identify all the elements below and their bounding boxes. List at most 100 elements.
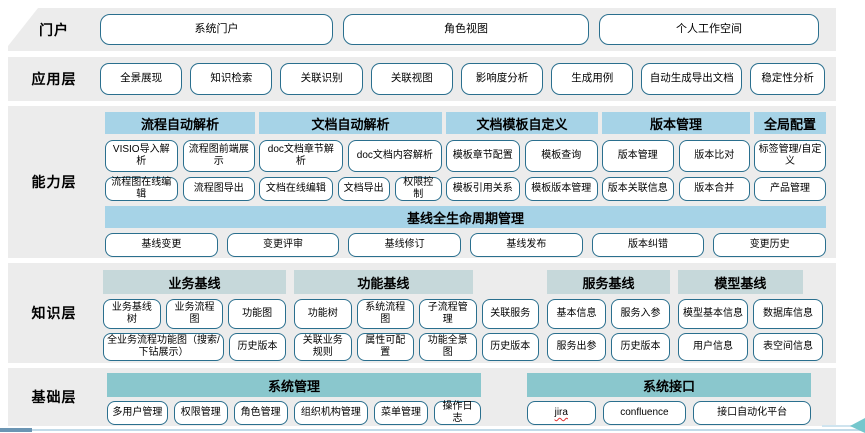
module-box: 表空间信息: [753, 333, 823, 361]
module-box: 版本纠错: [591, 233, 705, 257]
group-system-interface: 系统接口 jira confluence 接口自动化平台: [527, 373, 811, 425]
module-box: 流程图在线编辑: [105, 177, 178, 201]
module-box-interface-automation: 接口自动化平台: [693, 401, 811, 425]
module-box: 影响度分析: [460, 63, 544, 95]
left-arrow-icon: [850, 418, 865, 433]
module-box: 历史版本: [611, 333, 670, 361]
module-box: 权限控制: [394, 177, 442, 201]
module-box: 模板引用关系: [446, 177, 520, 201]
module-box: VISIO导入解析: [105, 140, 178, 172]
module-box: 角色管理: [233, 401, 288, 425]
module-box: 多用户管理: [107, 401, 168, 425]
module-box: 基线变更: [105, 233, 218, 257]
layer-label-foundation: 基础层: [31, 389, 77, 405]
module-box: 流程图前端展示: [182, 140, 255, 172]
module-box: 稳定性分析: [750, 63, 826, 95]
group-header: 文档自动解析: [259, 112, 442, 134]
module-box: 模板章节配置: [446, 140, 520, 172]
group-header: 流程自动解析: [105, 112, 255, 134]
layer-knowledge: 知识层 业务基线 业务基线树 业务流程图 功能图 全业务流程功能图（搜索/下钻展…: [8, 263, 836, 363]
module-box: 版本关联信息: [602, 177, 674, 201]
module-box: 历史版本: [228, 333, 286, 361]
module-box: 服务入参: [611, 299, 670, 329]
group-header: 文档模板自定义: [446, 112, 598, 134]
group-header: 业务基线: [103, 270, 286, 294]
jira-label: jira: [554, 406, 568, 418]
module-box: 文档在线编辑: [259, 177, 333, 201]
arrow-tail: [822, 425, 852, 427]
module-box: 标签管理/自定义: [754, 140, 826, 172]
layer-label-knowledge: 知识层: [31, 305, 77, 321]
layer-label-application: 应用层: [31, 71, 77, 87]
module-box: 知识检索: [190, 63, 273, 95]
module-box: 文档导出: [337, 177, 390, 201]
module-box: 业务流程图: [165, 299, 224, 329]
bottom-accent-cap: [0, 428, 32, 432]
module-box: 全景展现: [100, 63, 183, 95]
module-box: 关联业务规则: [294, 333, 352, 361]
module-box-role-view: 角色视图: [343, 14, 589, 45]
group-header: 模型基线: [678, 270, 803, 294]
group-header: 系统接口: [527, 373, 811, 397]
module-box: 菜单管理: [374, 401, 428, 425]
bottom-accent-line: [0, 429, 865, 431]
module-box: 功能图: [228, 299, 287, 329]
module-box: 业务基线树: [103, 299, 161, 329]
group-business-baseline: 业务基线 业务基线树 业务流程图 功能图 全业务流程功能图（搜索/下钻展示） 历…: [103, 270, 287, 361]
module-box: doc文档内容解析: [347, 140, 442, 172]
module-box: 基线发布: [470, 233, 583, 257]
module-box: 组织机构管理: [293, 401, 369, 425]
module-box: 模板查询: [524, 140, 598, 172]
module-box: 功能树: [294, 299, 352, 329]
module-box: 关联服务: [481, 299, 539, 329]
layer-label-portal: 门户: [39, 21, 69, 38]
module-box: 基本信息: [547, 299, 606, 329]
group-header: 服务基线: [547, 270, 670, 294]
module-box: doc文档章节解析: [259, 140, 343, 172]
layer-portal: 门户 系统门户 角色视图 个人工作空间: [8, 8, 836, 51]
module-box: 属性可配置: [356, 333, 414, 361]
module-box: 历史版本: [481, 333, 539, 361]
module-box: 基线修订: [348, 233, 462, 257]
module-box: 操作日志: [434, 401, 481, 425]
module-box: 功能全景图: [419, 333, 477, 361]
module-box: 产品管理: [754, 177, 826, 201]
module-box: 变更历史: [713, 233, 827, 257]
module-box: 关联识别: [280, 63, 363, 95]
module-box: 服务出参: [547, 333, 606, 361]
module-box: 权限管理: [173, 401, 228, 425]
group-global-config: 全局配置 标签管理/自定义 产品管理: [754, 112, 826, 201]
module-box: 模板版本管理: [524, 177, 598, 201]
group-doc-template: 文档模板自定义 模板章节配置 模板查询 模板引用关系 模板版本管理: [446, 112, 598, 201]
module-box: 子流程管理: [419, 299, 477, 329]
group-function-baseline: 功能基线 功能树 系统流程图 子流程管理 关联服务 关联业务规则 属性可配置 功…: [294, 270, 539, 361]
layer-capability: 能力层 流程自动解析 VISIO导入解析 流程图前端展示 流程图在线编辑 流程图…: [8, 106, 836, 258]
group-header: 系统管理: [107, 373, 481, 397]
module-box: 数据库信息: [753, 299, 823, 329]
group-system-mgmt: 系统管理 多用户管理 权限管理 角色管理 组织机构管理 菜单管理 操作日志: [107, 373, 481, 425]
module-box: 用户信息: [678, 333, 748, 361]
group-doc-parse: 文档自动解析 doc文档章节解析 doc文档内容解析 文档在线编辑 文档导出 权…: [259, 112, 442, 201]
module-box: 全业务流程功能图（搜索/下钻展示）: [103, 333, 224, 361]
baseline-lifecycle-header: 基线全生命周期管理: [105, 206, 826, 228]
module-box-jira: jira: [527, 401, 596, 425]
module-box: 关联视图: [370, 63, 453, 95]
layer-application: 应用层 全景展现 知识检索 关联识别 关联视图 影响度分析 生成用例 自动生成导…: [8, 57, 836, 101]
group-process-parse: 流程自动解析 VISIO导入解析 流程图前端展示 流程图在线编辑 流程图导出: [105, 112, 255, 201]
module-box: 模型基本信息: [678, 299, 748, 329]
group-header: 版本管理: [602, 112, 750, 134]
module-box: 流程图导出: [182, 177, 255, 201]
module-box-system-portal: 系统门户: [100, 14, 333, 45]
group-version-mgmt: 版本管理 版本管理 版本比对 版本关联信息 版本合并: [602, 112, 750, 201]
group-service-baseline: 服务基线 基本信息 服务入参 服务出参 历史版本: [547, 270, 670, 361]
module-box: 版本管理: [602, 140, 674, 172]
module-box: 版本合并: [678, 177, 750, 201]
module-box: 版本比对: [678, 140, 750, 172]
module-box: 自动生成导出文档: [641, 63, 743, 95]
group-model-baseline: 模型基线 模型基本信息 数据库信息 用户信息 表空间信息: [678, 270, 823, 361]
group-header: 功能基线: [294, 270, 473, 294]
module-box: 系统流程图: [356, 299, 414, 329]
layer-label-capability: 能力层: [31, 174, 77, 190]
module-box: 变更评审: [226, 233, 340, 257]
